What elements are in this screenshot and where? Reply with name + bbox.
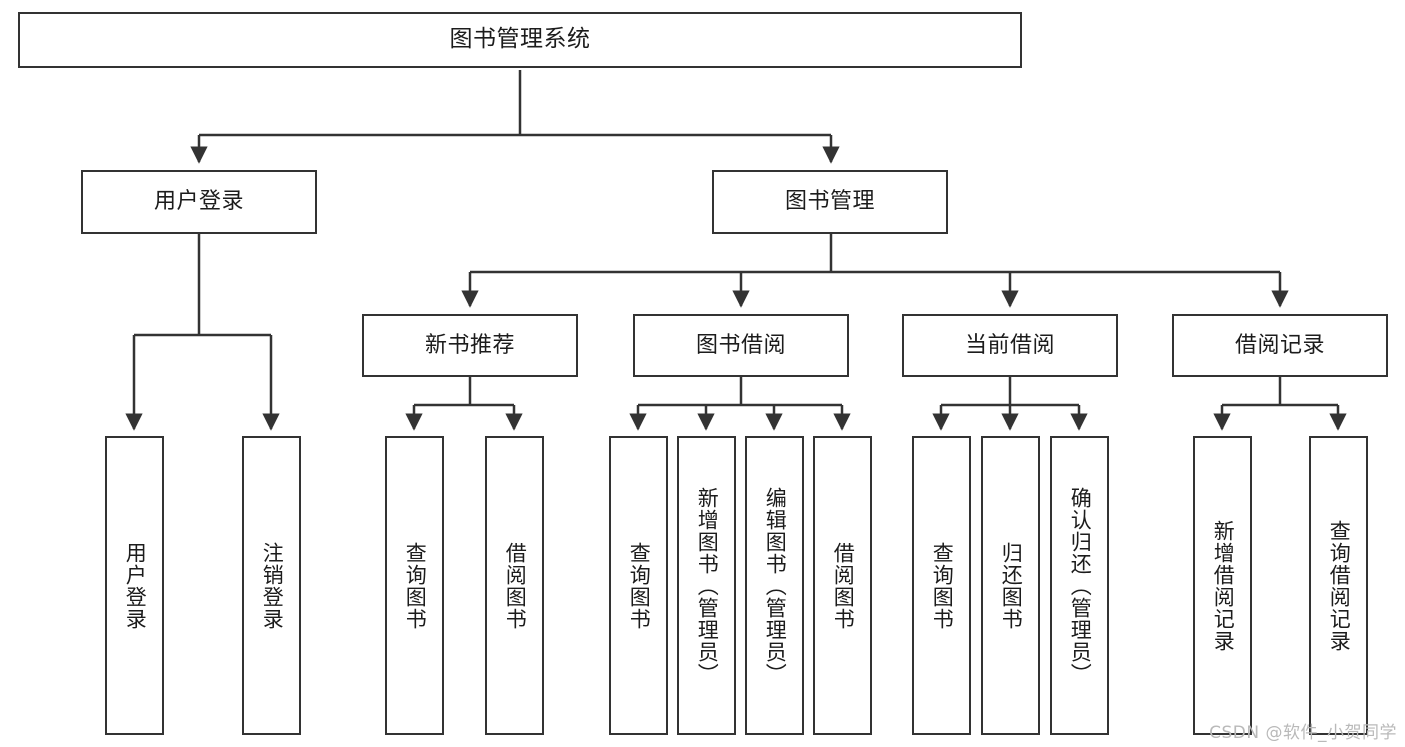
node-leaf-query-book-2-label: 查询图书 xyxy=(627,541,652,630)
node-leaf-user-login-label: 用户登录 xyxy=(123,541,148,630)
node-leaf-query-book-3[interactable]: 查询图书 xyxy=(912,436,971,735)
node-leaf-query-record[interactable]: 查询借阅记录 xyxy=(1309,436,1368,735)
node-current-borrow[interactable]: 当前借阅 xyxy=(902,314,1118,377)
node-book-management-label: 图书管理 xyxy=(784,189,875,215)
watermark-text: CSDN @软件_小贺同学 xyxy=(1209,723,1397,743)
node-borrow-record-label: 借阅记录 xyxy=(1234,332,1325,358)
node-leaf-add-book[interactable]: 新增图书（管理员） xyxy=(677,436,736,735)
node-root-label: 图书管理系统 xyxy=(449,26,591,53)
node-new-book-recommend[interactable]: 新书推荐 xyxy=(362,314,578,377)
node-leaf-return-book-label: 归还图书 xyxy=(999,541,1024,630)
node-leaf-confirm-return-label: 确认归还（管理员） xyxy=(1068,486,1093,685)
node-root[interactable]: 图书管理系统 xyxy=(18,12,1022,68)
node-leaf-query-book-1[interactable]: 查询图书 xyxy=(385,436,444,735)
node-user-login[interactable]: 用户登录 xyxy=(81,170,317,234)
node-leaf-edit-book[interactable]: 编辑图书（管理员） xyxy=(745,436,804,735)
node-leaf-borrow-book-2-label: 借阅图书 xyxy=(831,541,856,630)
node-book-borrow[interactable]: 图书借阅 xyxy=(633,314,849,377)
node-borrow-record[interactable]: 借阅记录 xyxy=(1172,314,1388,377)
node-leaf-logout-login[interactable]: 注销登录 xyxy=(242,436,301,735)
node-leaf-add-record-label: 新增借阅记录 xyxy=(1211,519,1236,652)
node-user-login-label: 用户登录 xyxy=(153,189,244,215)
node-leaf-user-login[interactable]: 用户登录 xyxy=(105,436,164,735)
node-leaf-borrow-book-1[interactable]: 借阅图书 xyxy=(485,436,544,735)
node-leaf-logout-login-label: 注销登录 xyxy=(260,541,285,630)
node-leaf-confirm-return[interactable]: 确认归还（管理员） xyxy=(1050,436,1109,735)
node-leaf-query-record-label: 查询借阅记录 xyxy=(1327,519,1352,652)
node-leaf-edit-book-label: 编辑图书（管理员） xyxy=(763,486,788,685)
node-leaf-borrow-book-2[interactable]: 借阅图书 xyxy=(813,436,872,735)
node-leaf-borrow-book-1-label: 借阅图书 xyxy=(503,541,528,630)
node-book-borrow-label: 图书借阅 xyxy=(695,332,786,358)
node-leaf-query-book-1-label: 查询图书 xyxy=(403,541,428,630)
node-leaf-add-book-label: 新增图书（管理员） xyxy=(695,486,720,685)
node-leaf-add-record[interactable]: 新增借阅记录 xyxy=(1193,436,1252,735)
node-leaf-return-book[interactable]: 归还图书 xyxy=(981,436,1040,735)
node-book-management[interactable]: 图书管理 xyxy=(712,170,948,234)
node-current-borrow-label: 当前借阅 xyxy=(964,332,1055,358)
node-leaf-query-book-3-label: 查询图书 xyxy=(930,541,955,630)
node-leaf-query-book-2[interactable]: 查询图书 xyxy=(609,436,668,735)
node-new-book-recommend-label: 新书推荐 xyxy=(424,332,515,358)
